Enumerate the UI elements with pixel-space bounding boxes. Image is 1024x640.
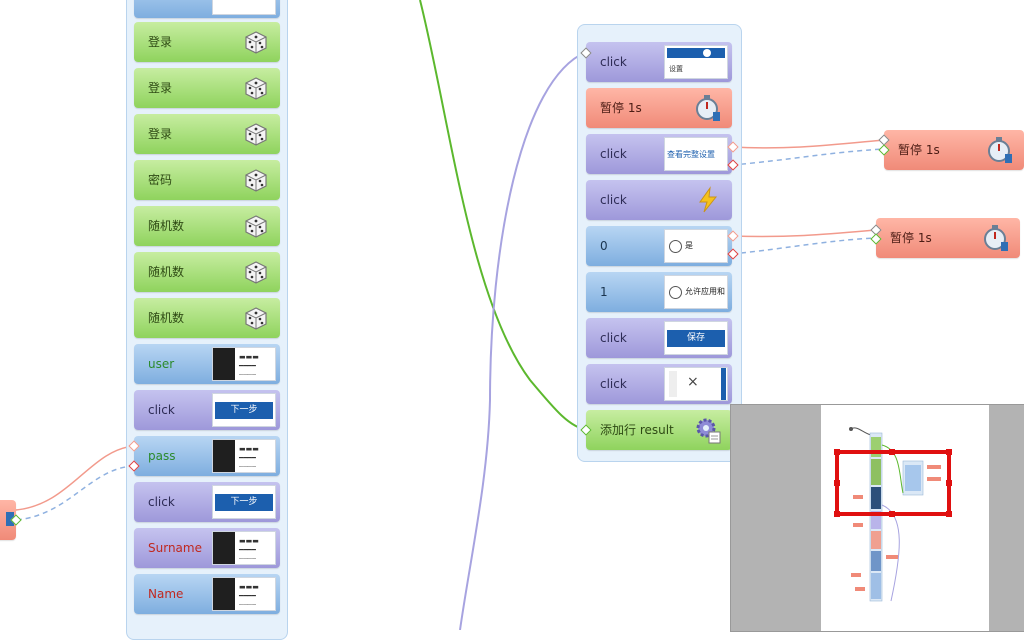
left-flow-node-2[interactable]: 登录 [134,68,280,108]
node-label: user [148,357,175,371]
node-label: click [148,403,175,417]
node-label: 0 [600,239,608,253]
side-pause-label-1: 暂停 1s [898,143,940,157]
right-flow-node-2[interactable]: 暂停 1s [586,88,732,128]
wire-blue-3 [15,465,135,521]
radio-thumbnail: 允许应用和 [664,275,728,309]
thumbnail-button-label: 下一步 [215,494,273,511]
minimap[interactable] [730,404,1024,632]
thumbnail-radio-text: 允许应用和 [685,287,725,296]
node-label: 暂停 1s [600,101,642,115]
node-label: click [600,55,627,69]
left-flow-node-6[interactable]: 随机数 [134,252,280,292]
side-pause-label-2: 暂停 1s [890,231,932,245]
left-flow-node-9[interactable]: click 下一步 [134,390,280,430]
stopwatch-icon [6,512,14,526]
side-pause-node-1[interactable]: 暂停 1s [884,130,1024,170]
dice-icon [242,28,270,56]
node-label: 添加行 result [600,423,674,437]
dice-icon [242,304,270,332]
left-flow-node-13[interactable]: Name ▬▬▬━━━━┈┈┈┈ [134,574,280,614]
dice-icon [242,74,270,102]
node-label: click [148,495,175,509]
toolbar-thumbnail: 设置 [664,45,728,79]
stopwatch-icon [986,136,1014,164]
node-label: Surname [148,541,202,555]
node-label: click [600,377,627,391]
button-thumbnail: 下一步 [212,485,276,519]
minimap-gray-left [731,405,821,631]
right-flow-node-8[interactable]: click × [586,364,732,404]
left-flow-node-4[interactable]: 密码 [134,160,280,200]
left-flow-node-5[interactable]: 随机数 [134,206,280,246]
wire-red-1 [731,139,885,149]
button-thumbnail: 保存 [664,321,728,355]
form-thumbnail: ▬▬▬━━━━┈┈┈┈ [212,439,276,473]
thumbnail-radio-text: 是 [685,241,693,250]
right-flow-node-7[interactable]: click 保存 [586,318,732,358]
left-flow-node-3[interactable]: 登录 [134,114,280,154]
wire-red-2 [731,229,877,238]
button-thumbnail: 下一步 [212,393,276,427]
wire-blue-1 [731,148,885,166]
node-label: 登录 [148,35,173,49]
thumbnail-button-label: 下一步 [215,402,273,419]
form-thumbnail: ▬▬▬━━━━┈┈┈┈ [212,577,276,611]
node-label: click [600,331,627,345]
wire-red-3 [15,445,135,511]
node-label: click [600,147,627,161]
left-flow-top-row[interactable] [134,0,280,18]
close-thumbnail: × [664,367,728,401]
right-flow-node-4[interactable]: click [586,180,732,220]
node-label: 登录 [148,81,173,95]
node-label: 随机数 [148,219,185,233]
node-label: 随机数 [148,311,185,325]
node-label: 密码 [148,173,173,187]
radio-circle-icon [669,286,682,299]
form-thumbnail: ▬▬▬━━━━┈┈┈┈ [212,531,276,565]
form-thumbnail: ▬▬▬━━━━┈┈┈┈ [212,347,276,381]
right-flow-node-1[interactable]: click 设置 [586,42,732,82]
link-thumbnail: 查看完整设置 [664,137,728,171]
radio-circle-icon [669,240,682,253]
left-flow-node-8[interactable]: user ▬▬▬━━━━┈┈┈┈ [134,344,280,384]
close-icon: × [687,374,699,390]
lightning-icon [694,186,722,214]
node-label: 1 [600,285,608,299]
left-flow-top-row-thumbnail [212,0,276,15]
dice-icon [242,258,270,286]
node-label: 随机数 [148,265,185,279]
thumbnail-button-label: 保存 [667,330,725,347]
dice-icon [242,212,270,240]
wire-purple [459,51,587,630]
left-flow-node-12[interactable]: Surname ▬▬▬━━━━┈┈┈┈ [134,528,280,568]
dice-icon [242,166,270,194]
thumbnail-text: 设置 [669,65,683,73]
thumbnail-link-text: 查看完整设置 [667,150,715,159]
side-pause-node-2[interactable]: 暂停 1s [876,218,1020,258]
wire-blue-2 [731,237,877,255]
stopwatch-icon [982,224,1010,252]
node-label: 登录 [148,127,173,141]
dice-icon [242,120,270,148]
node-label: Name [148,587,184,601]
minimap-gray-right [989,405,1024,631]
stopwatch-icon [694,94,722,122]
left-offscreen-node[interactable] [0,500,16,540]
right-flow-node-6[interactable]: 1 允许应用和 [586,272,732,312]
wire-green [419,0,589,431]
right-flow-node-9[interactable]: 添加行 result [586,410,732,450]
radio-thumbnail: 是 [664,229,728,263]
gear-icon [694,416,722,444]
minimap-preview [834,427,952,602]
node-label: click [600,193,627,207]
left-flow-node-1[interactable]: 登录 [134,22,280,62]
left-flow-node-7[interactable]: 随机数 [134,298,280,338]
left-flow-node-11[interactable]: click 下一步 [134,482,280,522]
node-label: pass [148,449,176,463]
left-flow-node-10[interactable]: pass ▬▬▬━━━━┈┈┈┈ [134,436,280,476]
right-flow-node-3[interactable]: click 查看完整设置 [586,134,732,174]
